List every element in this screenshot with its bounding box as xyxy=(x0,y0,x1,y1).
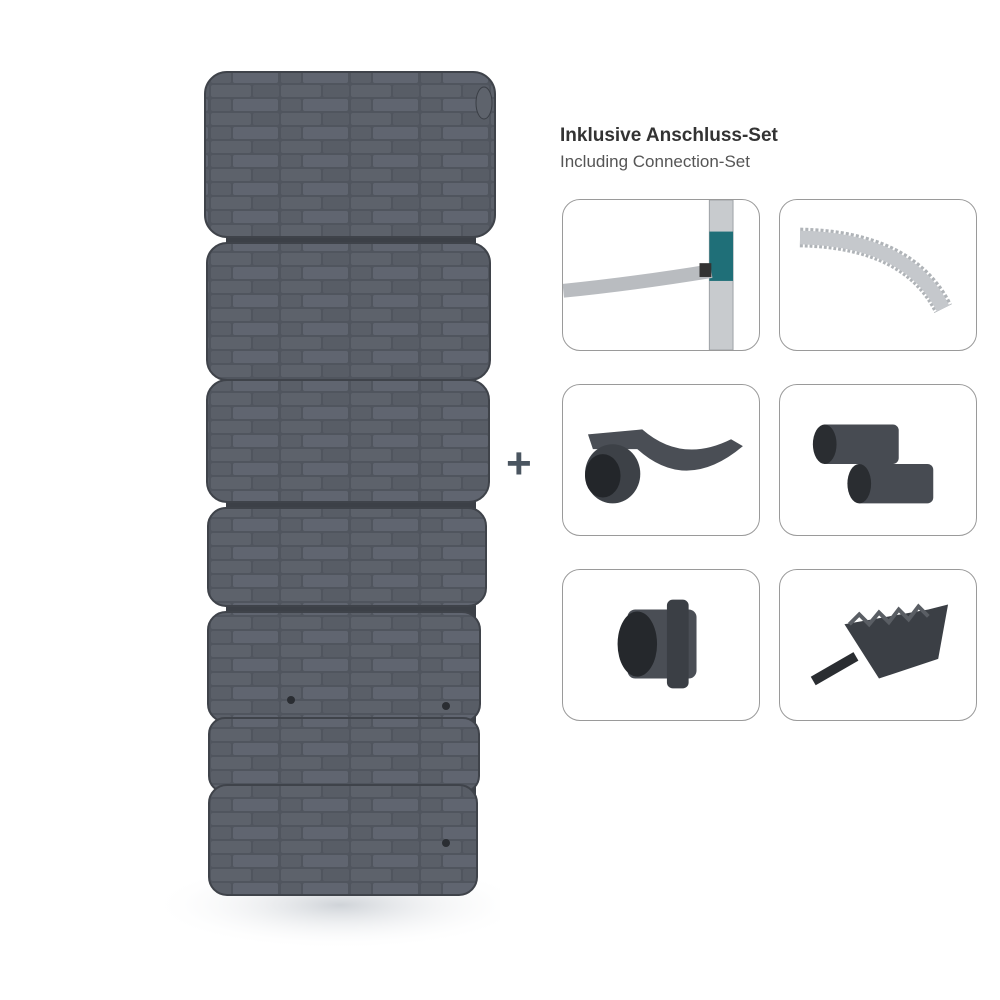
rain-tank-tower-image xyxy=(150,71,500,950)
plus-sign: + xyxy=(506,439,532,488)
part-card-flexible-hose xyxy=(779,199,977,351)
hole-saw-icon xyxy=(810,603,949,686)
downpipe-connector-icon xyxy=(563,200,734,350)
flexible-hose-icon xyxy=(799,227,952,314)
tank-connector-icon xyxy=(617,599,697,689)
pipe-clip-icon xyxy=(585,429,743,504)
tank-segments xyxy=(204,71,496,896)
set-subtitle: Including Connection-Set xyxy=(560,152,750,171)
part-card-downpipe-connector xyxy=(562,199,760,351)
double-adapter-icon xyxy=(812,424,934,504)
part-card-pipe-clip xyxy=(562,384,760,536)
part-card-tank-connector xyxy=(562,569,760,721)
part-card-hole-saw xyxy=(779,569,977,721)
set-title: Inklusive Anschluss-Set xyxy=(560,125,778,146)
part-card-double-adapter xyxy=(779,384,977,536)
